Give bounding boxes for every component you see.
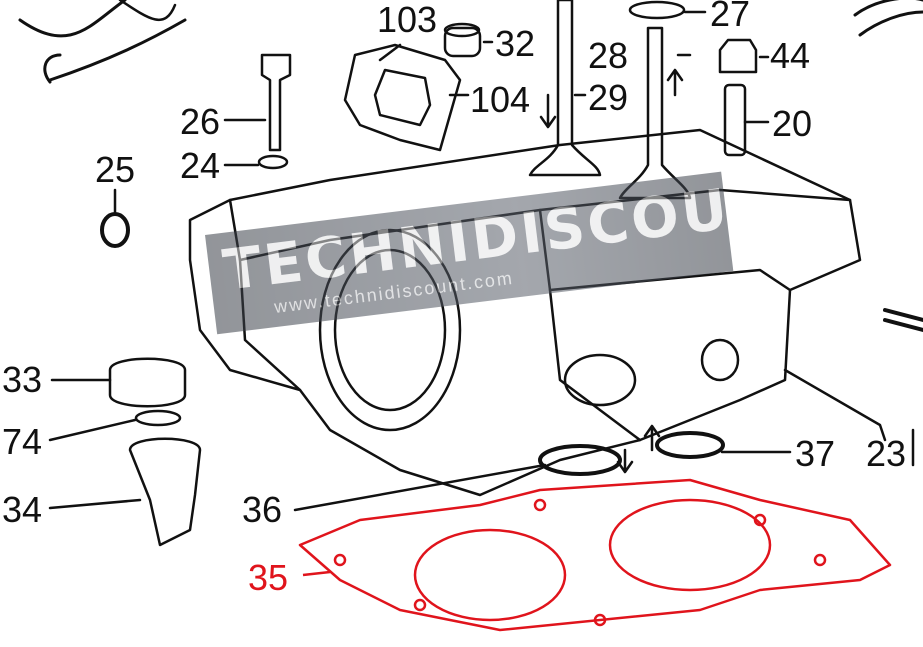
callout-44: 44 xyxy=(770,35,811,76)
gasket-103-illustration xyxy=(343,43,462,152)
cap-33-illustration xyxy=(108,357,187,408)
callout-35: 35 xyxy=(248,557,289,598)
callout-103: 103 xyxy=(377,0,438,40)
valve-29-illustration xyxy=(528,0,602,177)
callout-20: 20 xyxy=(772,103,813,144)
hose-right-illustration xyxy=(853,0,923,37)
callout-104: 104 xyxy=(470,79,531,120)
callout-29: 29 xyxy=(588,77,629,118)
callout-23: 23 xyxy=(866,433,907,474)
cylinder-head-illustration xyxy=(188,128,862,497)
spring-illustration xyxy=(883,308,923,332)
seal-37-illustration xyxy=(655,431,725,459)
callout-28: 28 xyxy=(588,35,629,76)
seal-36-illustration xyxy=(538,444,622,476)
callout-25: 25 xyxy=(95,149,136,190)
callout-34: 34 xyxy=(2,489,43,530)
ring-74-illustration xyxy=(134,409,182,427)
seal-32-illustration xyxy=(443,26,482,58)
washer-24-illustration xyxy=(257,154,289,170)
callout-24: 24 xyxy=(180,145,221,186)
callout-26: 26 xyxy=(180,101,221,142)
nut-25-illustration xyxy=(100,212,130,248)
hose-left-illustration xyxy=(18,0,187,84)
callout-37: 37 xyxy=(795,433,836,474)
callout-36: 36 xyxy=(242,489,283,530)
cap-44-illustration xyxy=(718,38,758,74)
guide-20-illustration xyxy=(723,83,747,157)
callout-33: 33 xyxy=(2,359,43,400)
callout-32: 32 xyxy=(495,23,536,64)
sleeve-34-illustration xyxy=(128,437,202,547)
head-gasket-35-illustration xyxy=(298,478,892,632)
callout-74: 74 xyxy=(2,421,43,462)
ring-27-illustration xyxy=(628,0,686,20)
valve-28-illustration xyxy=(618,26,692,200)
callout-27: 27 xyxy=(710,0,751,34)
bolt-26-illustration xyxy=(260,53,292,152)
